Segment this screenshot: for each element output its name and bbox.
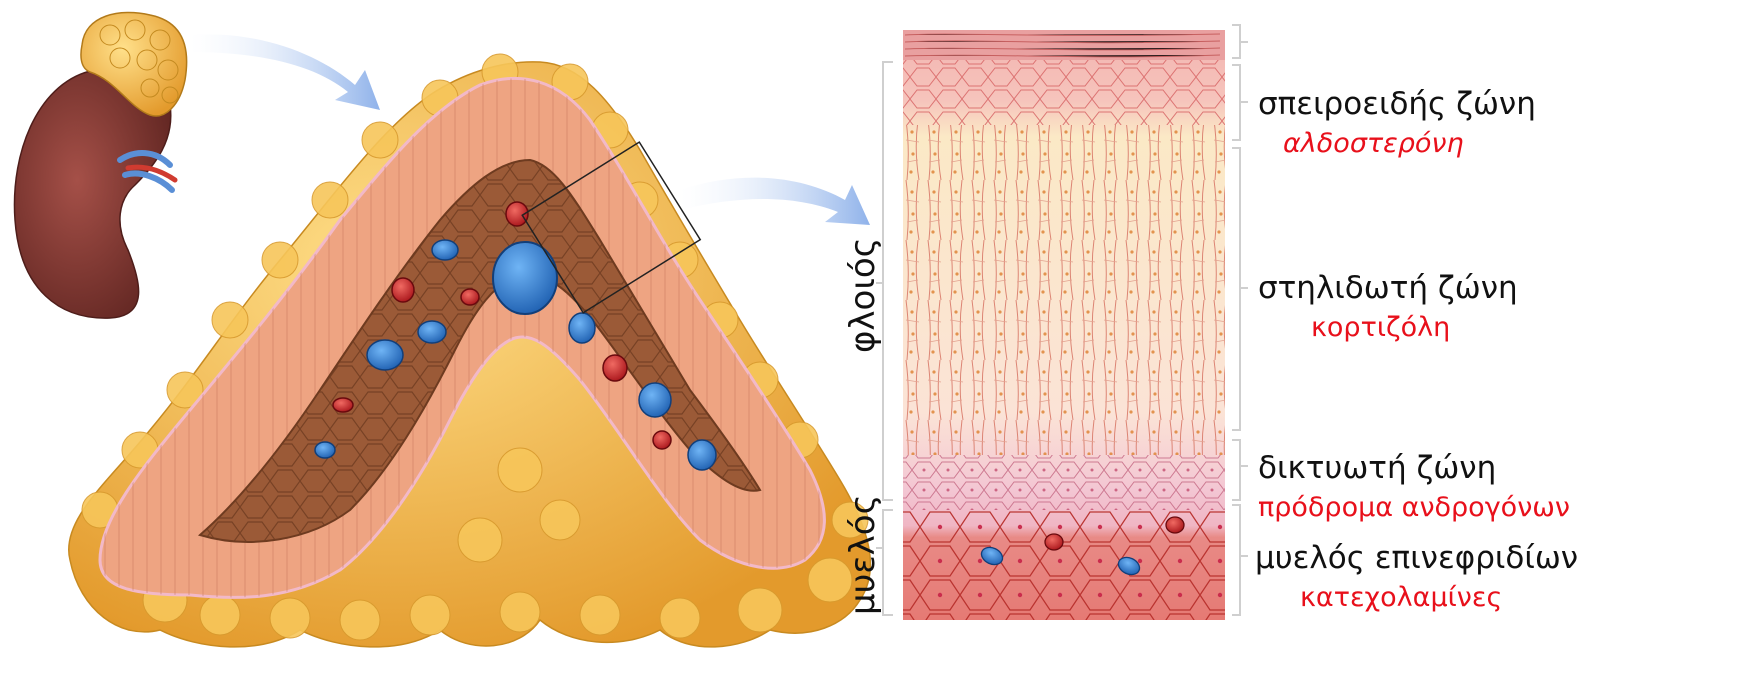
hormone-catecholamines-label: κατεχολαμίνες <box>1300 582 1502 613</box>
cortex-label: φλοιός <box>843 243 883 353</box>
kidney-figure <box>14 13 186 319</box>
zone-glomerulosa-label: σπειροειδής ζώνη <box>1258 86 1536 122</box>
zone-reticularis-label: δικτυωτή ζώνη <box>1258 450 1496 486</box>
hormone-cortisol-label: κορτιζόλη <box>1311 312 1450 343</box>
medulla-label: μυελός <box>843 505 883 615</box>
zone-adrenal-medulla-label: μυελός επινεφριδίων <box>1255 540 1578 576</box>
hormone-aldosterone-label: αλδοστερόνη <box>1283 128 1464 159</box>
zone-fasciculata-label: στηλιδωτή ζώνη <box>1258 270 1518 306</box>
arrow-gland-to-section <box>680 178 870 225</box>
arrow-kidney-to-gland <box>190 34 380 110</box>
adrenal-cross-section <box>69 54 871 647</box>
hormone-androgen-precursors-label: πρόδρομα ανδρογόνων <box>1258 492 1570 523</box>
histology-section <box>903 30 1225 620</box>
